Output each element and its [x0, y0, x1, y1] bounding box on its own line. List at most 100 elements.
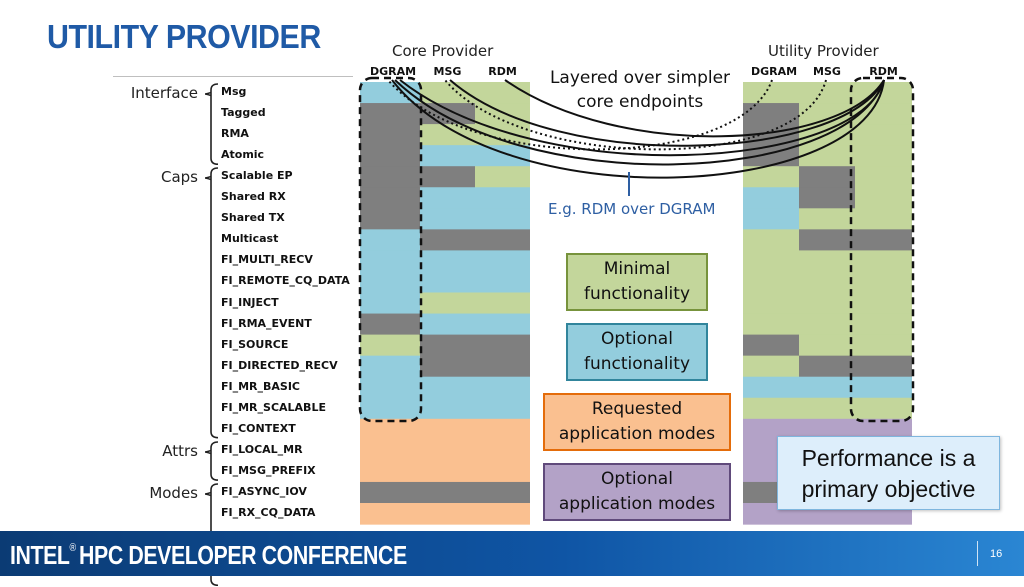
- core-cell: [420, 82, 475, 104]
- utility-cell: [855, 334, 912, 357]
- utility-cell: [855, 145, 912, 167]
- row-label: FI_SOURCE: [221, 337, 289, 351]
- row-label: FI_LOCAL_MR: [221, 442, 303, 456]
- utility-cell: [743, 103, 799, 125]
- core-cell: [475, 334, 530, 357]
- utility-column-label: MSG: [813, 65, 841, 78]
- core-cell: [475, 503, 530, 525]
- legend-line1: Optional: [601, 329, 673, 349]
- layering-note-line1: Layered over simpler: [549, 68, 731, 88]
- core-cell: [360, 103, 420, 125]
- utility-cell: [855, 166, 912, 188]
- core-cell: [420, 250, 475, 273]
- group-label: Interface: [130, 84, 198, 102]
- utility-cell: [743, 187, 799, 209]
- core-cell: [420, 292, 475, 315]
- utility-cell: [799, 250, 855, 273]
- row-label: Shared TX: [221, 211, 285, 225]
- core-cell: [475, 292, 530, 315]
- core-cell: [420, 481, 475, 504]
- utility-cell: [799, 166, 855, 188]
- core-cell: [420, 166, 475, 188]
- utility-cell: [799, 145, 855, 167]
- group-bracket: [205, 167, 219, 439]
- core-cell: [475, 145, 530, 167]
- row-label: FI_MSG_PREFIX: [221, 463, 316, 477]
- utility-cell: [799, 82, 855, 104]
- utility-cell: [799, 376, 855, 399]
- utility-cell: [855, 187, 912, 209]
- utility-cell: [743, 313, 799, 336]
- core-cell: [360, 292, 420, 315]
- core-cell: [475, 355, 530, 378]
- utility-cell: [855, 124, 912, 146]
- core-column-label: RDM: [488, 65, 517, 78]
- utility-cell: [743, 250, 799, 273]
- slide-title: UTILITY PROVIDER: [47, 18, 321, 55]
- core-cell: [420, 187, 475, 209]
- utility-cell: [855, 397, 912, 420]
- row-label: FI_REMOTE_CQ_DATA: [221, 274, 350, 288]
- performance-callout-line2: primary objective: [801, 476, 976, 502]
- core-provider-title: Core Provider: [392, 42, 494, 60]
- core-cell: [420, 208, 475, 230]
- legend-line1: Optional: [601, 469, 673, 489]
- core-cell: [360, 208, 420, 230]
- utility-cell: [799, 187, 855, 209]
- row-label: RMA: [221, 127, 249, 141]
- core-cell: [360, 313, 420, 336]
- utility-cell: [799, 397, 855, 420]
- utility-cell: [855, 355, 912, 378]
- utility-cell: [855, 208, 912, 230]
- utility-cell: [855, 313, 912, 336]
- core-cell: [360, 376, 420, 399]
- utility-column-label: RDM: [869, 65, 898, 78]
- core-cell: [360, 166, 420, 188]
- utility-cell: [743, 376, 799, 399]
- row-label: FI_RX_CQ_DATA: [221, 506, 316, 519]
- core-cell: [420, 271, 475, 294]
- brand-conference-name: HPC DEVELOPER CONFERENCE: [79, 540, 407, 570]
- core-cell: [475, 229, 530, 251]
- core-cell: [360, 187, 420, 209]
- utility-column-label: DGRAM: [751, 65, 798, 78]
- row-label: Atomic: [221, 148, 265, 162]
- utility-cell: [743, 82, 799, 104]
- core-cell: [475, 82, 530, 104]
- utility-cell: [855, 250, 912, 273]
- utility-cell: [743, 166, 799, 188]
- row-label: FI_ASYNC_IOV: [221, 484, 307, 498]
- utility-provider-title: Utility Provider: [768, 42, 879, 60]
- core-cell: [420, 103, 475, 125]
- utility-cell: [855, 271, 912, 294]
- row-label: Multicast: [221, 232, 279, 246]
- title-underline: [113, 76, 353, 77]
- group-label: Caps: [160, 168, 198, 187]
- core-cell: [360, 271, 420, 294]
- core-cell: [360, 229, 420, 251]
- performance-callout: Performance is a primary objective: [777, 436, 1000, 510]
- brand-intel: INTEL: [10, 540, 70, 570]
- row-label: FI_RMA_EVENT: [221, 316, 312, 330]
- core-cell: [360, 439, 420, 462]
- utility-cell: [743, 334, 799, 357]
- core-cell: [475, 313, 530, 336]
- footer-divider: [977, 541, 978, 566]
- core-cell: [420, 376, 475, 399]
- utility-cell: [855, 82, 912, 104]
- core-cell: [420, 124, 475, 146]
- group-label: Attrs: [162, 441, 198, 460]
- row-label: Msg: [221, 85, 247, 98]
- layering-example: E.g. RDM over DGRAM: [548, 200, 716, 218]
- core-cell: [420, 145, 475, 167]
- utility-cell: [799, 334, 855, 357]
- row-label: Tagged: [221, 106, 266, 120]
- utility-cell: [799, 313, 855, 336]
- group-bracket: [205, 83, 219, 165]
- brand-registered-mark: ®: [69, 542, 77, 554]
- core-cell: [360, 481, 420, 504]
- utility-cell: [743, 292, 799, 315]
